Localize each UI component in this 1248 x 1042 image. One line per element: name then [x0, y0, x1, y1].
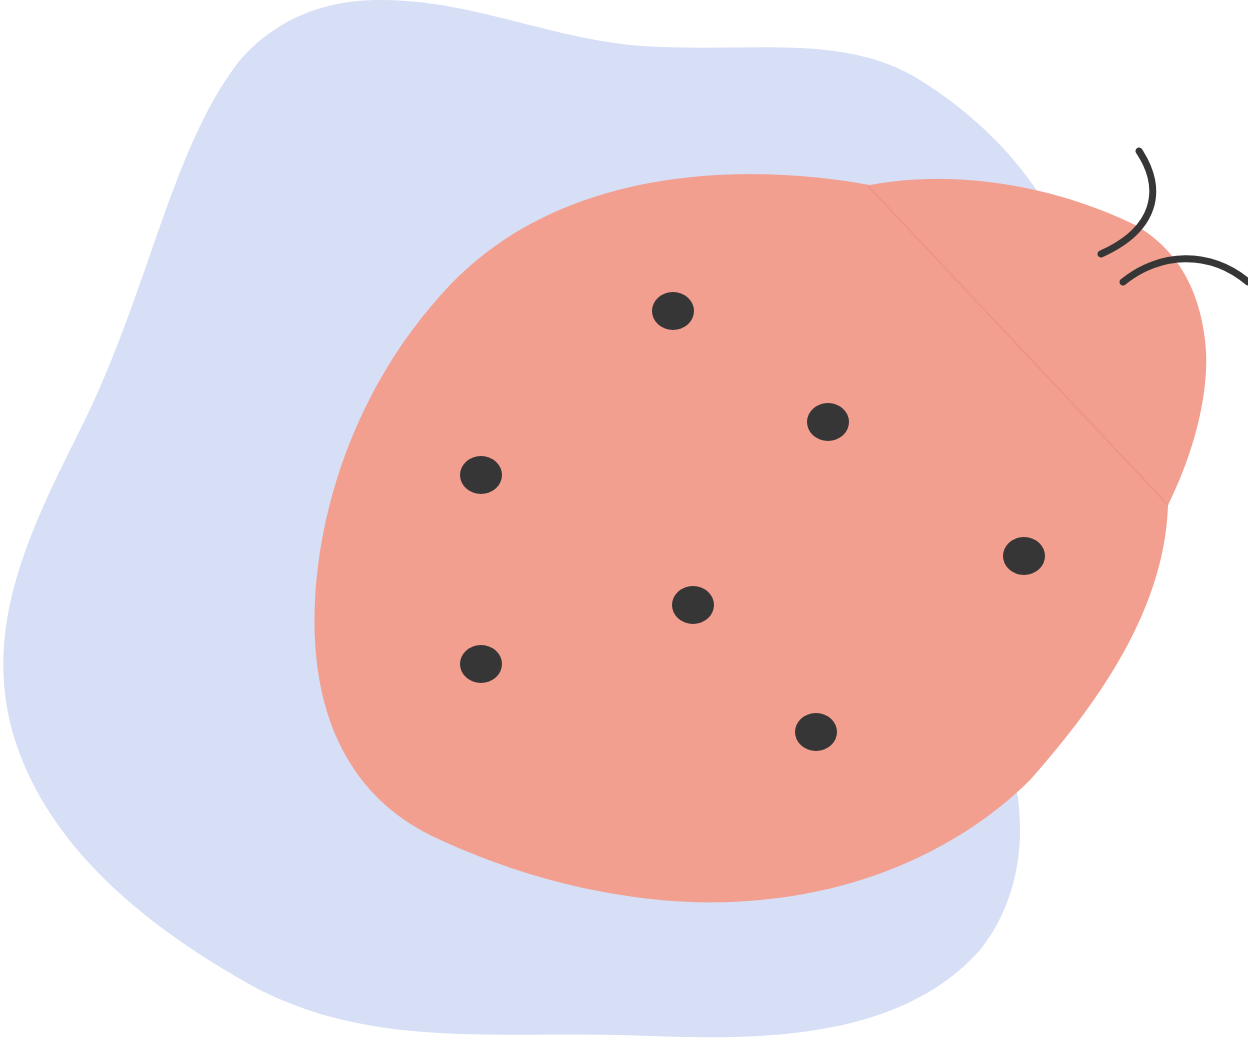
ladybug-body: [314, 174, 1207, 903]
spot: [672, 586, 714, 624]
spot: [652, 292, 694, 330]
spot: [1003, 537, 1045, 575]
spots-group: [460, 292, 1045, 751]
antenna-left: [1097, 147, 1157, 258]
spot: [460, 456, 502, 494]
spot: [460, 645, 502, 683]
spot: [807, 403, 849, 441]
antenna-right: [1119, 255, 1248, 286]
shell-division-line: [867, 185, 1169, 506]
spot: [795, 713, 837, 751]
